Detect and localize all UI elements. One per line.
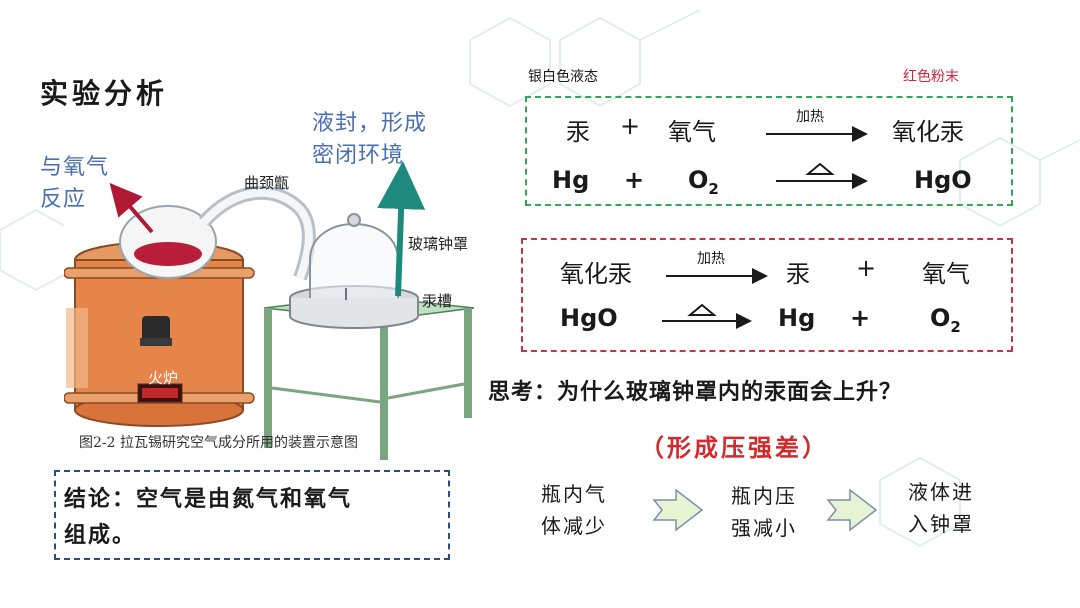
reaction-decomposition-box — [521, 238, 1013, 352]
figure-caption: 图2-2 拉瓦锡研究空气成分所用的装置示意图 — [79, 435, 358, 451]
r1-formula-hg: Hg — [552, 166, 590, 194]
thinking-question: 思考：为什么玻璃钟罩内的汞面会上升？ — [488, 380, 903, 405]
r2-mercury: 汞 — [786, 260, 810, 288]
r2-plus: + — [856, 254, 877, 282]
r2-oxygen: 氧气 — [922, 260, 970, 288]
r1-mercury-oxide: 氧化汞 — [892, 118, 964, 146]
oxide-state-label: 红色粉末 — [903, 69, 959, 85]
flow-step-liquid-enters: 液体进 入钟罩 — [908, 480, 974, 536]
flow-step-pressure-decrease: 瓶内压 强减小 — [731, 484, 797, 540]
page-title: 实验分析 — [40, 77, 169, 110]
r1-formula-plus: + — [624, 166, 645, 194]
pressure-difference-answer: （形成压强差） — [640, 434, 829, 462]
note-liquid-seal: 液封，形成 密闭环境 — [312, 111, 428, 168]
furnace-label: 火炉 — [148, 369, 179, 387]
r2-formula-plus: + — [850, 304, 871, 332]
seal-arrow — [377, 161, 426, 297]
r1-oxygen: 氧气 — [668, 118, 716, 146]
r1-condition: 加热 — [796, 109, 824, 125]
r1-formula-hgo: HgO — [914, 166, 972, 194]
trough-label: 汞槽 — [422, 292, 453, 310]
r1-mercury: 汞 — [566, 118, 590, 146]
note-react-oxygen: 与氧气 反应 — [40, 155, 110, 212]
conclusion-box: 结论：空气是由氮气和氧气 组成。 — [54, 470, 450, 560]
flow-arrow-icon — [826, 488, 878, 532]
react-arrow — [109, 182, 154, 234]
flow-step-gas-decrease: 瓶内气 体减少 — [541, 482, 607, 538]
r2-formula-hg: Hg — [778, 304, 816, 332]
bell-jar-label: 玻璃钟罩 — [408, 235, 469, 253]
retort-label: 曲颈甑 — [244, 174, 290, 192]
reaction-synthesis-box — [525, 96, 1013, 206]
mercury-state-label: 银白色液态 — [528, 69, 598, 85]
r2-mercury-oxide: 氧化汞 — [560, 260, 632, 288]
flow-arrow-icon — [652, 488, 704, 532]
r1-plus: + — [620, 112, 641, 140]
r2-formula-o2: O2 — [930, 304, 961, 336]
r1-heat-triangle-icon — [805, 162, 835, 175]
r2-condition: 加热 — [697, 251, 725, 267]
r1-formula-o2: O2 — [688, 166, 719, 198]
r2-heat-triangle-icon — [687, 303, 717, 316]
r2-formula-hgo: HgO — [560, 304, 618, 332]
